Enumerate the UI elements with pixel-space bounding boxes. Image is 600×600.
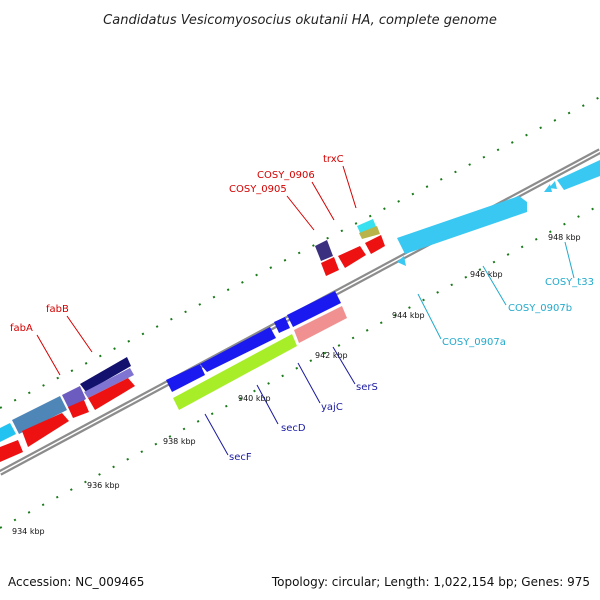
gene-feature	[22, 413, 69, 447]
inner-tick-row	[0, 204, 600, 529]
gene-feature	[549, 181, 557, 189]
gene-label-trxC: trxC	[323, 154, 344, 165]
gene-label-COSY_0905: COSY_0905	[229, 184, 287, 195]
gene-feature	[357, 219, 377, 235]
gene-feature	[0, 440, 23, 462]
tick-label: 944 kbp	[392, 311, 425, 320]
tick-label: 942 kbp	[315, 351, 348, 360]
gene-label-COSY_0907b: COSY_0907b	[508, 303, 572, 314]
map-title: Candidatus Vesicomyosocius okutanii HA, …	[103, 13, 497, 28]
gene-feature	[62, 386, 86, 409]
gene-feature	[0, 423, 16, 442]
outer-tick-row	[0, 96, 600, 409]
gene-feature	[365, 235, 385, 254]
gene-feature	[274, 317, 290, 333]
red-genes	[0, 235, 385, 462]
gene-feature	[166, 364, 205, 392]
forward-strand-genes	[0, 160, 600, 442]
gene-feature	[557, 160, 600, 190]
gene-label-COSY_t33: COSY_t33	[545, 277, 594, 288]
tick-label: 936 kbp	[87, 481, 120, 490]
gene-feature	[359, 226, 380, 239]
gene-label-yajC: yajC	[321, 402, 343, 413]
gene-label-fabB: fabB	[46, 304, 69, 315]
gene-feature	[80, 357, 131, 392]
gene-feature	[315, 240, 333, 261]
gene-feature	[68, 400, 89, 418]
gene-label-secD: secD	[281, 423, 306, 434]
gene-label-COSY_0906: COSY_0906	[257, 170, 315, 181]
gene-feature	[173, 334, 297, 410]
tick-labels: 934 kbp 936 kbp 938 kbp 940 kbp 942 kbp …	[12, 233, 581, 536]
tick-label: 934 kbp	[12, 527, 45, 536]
gene-feature	[397, 256, 406, 266]
label-leaders	[36, 165, 575, 456]
gene-label-COSY_0907a: COSY_0907a	[442, 337, 506, 348]
gene-feature	[200, 327, 276, 372]
tick-label: 948 kbp	[548, 233, 581, 242]
genome-summary-text: Topology: circular; Length: 1,022,154 bp…	[271, 575, 590, 589]
gene-label-serS: serS	[356, 382, 378, 393]
sec-operon-genes	[166, 291, 347, 410]
gene-feature	[544, 184, 552, 192]
tick-label: 940 kbp	[238, 394, 271, 403]
accession-text: Accession: NC_009465	[8, 575, 144, 589]
tick-label: 946 kbp	[470, 270, 503, 279]
gene-label-secF: secF	[229, 452, 252, 463]
gene-feature	[12, 396, 67, 434]
gene-feature	[321, 257, 339, 276]
gene-feature	[397, 196, 527, 254]
gene-feature	[84, 368, 134, 398]
gene-feature	[88, 378, 135, 410]
gene-feature	[287, 291, 341, 327]
tick-label: 938 kbp	[163, 437, 196, 446]
gene-feature	[338, 246, 366, 268]
gene-labels: fabA fabB COSY_0905 COSY_0906 trxC secF …	[10, 154, 594, 463]
gene-feature	[294, 306, 347, 343]
gene-label-fabA: fabA	[10, 323, 33, 334]
